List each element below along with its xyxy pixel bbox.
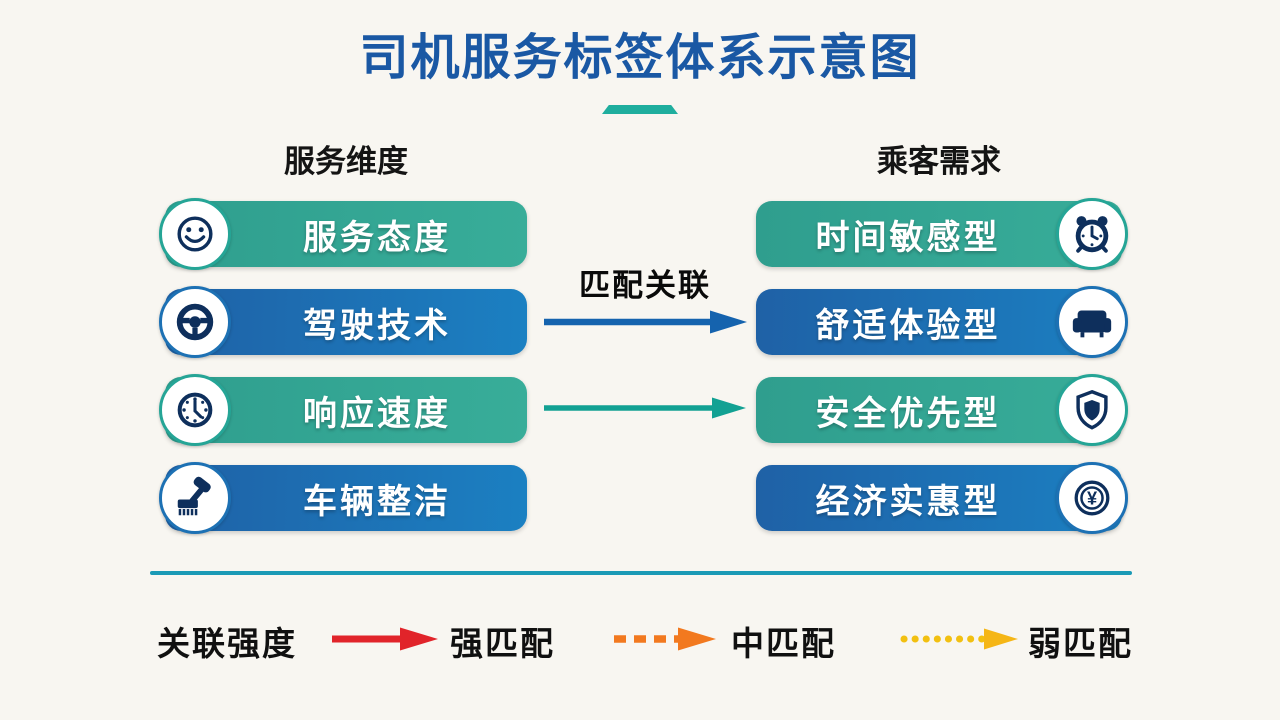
right-column-header: 乘客需求	[877, 144, 1001, 179]
divider-line	[150, 571, 1132, 575]
shield-icon	[1056, 374, 1128, 446]
page-title: 司机服务标签体系示意图	[359, 31, 921, 85]
pill-response-speed: 响应速度	[159, 374, 527, 446]
pill-label: 经济实惠型	[815, 482, 1001, 521]
pill-label: 响应速度	[303, 394, 451, 433]
strong-match-arrow-icon	[332, 627, 438, 651]
legend-title: 关联强度	[157, 625, 297, 662]
steering-wheel-icon	[159, 286, 231, 358]
left-column-header: 服务维度	[284, 144, 408, 179]
smiley-icon	[159, 198, 231, 270]
pill-driving-skill: 驾驶技术	[159, 286, 527, 358]
brush-icon	[159, 462, 231, 534]
pill-label: 舒适体验型	[815, 306, 1001, 345]
pill-time-sensitive: 时间敏感型	[756, 198, 1128, 270]
pill-label: 车辆整洁	[303, 482, 451, 521]
clock-icon	[159, 374, 231, 446]
pill-vehicle-cleanliness: 车辆整洁	[159, 462, 527, 534]
pill-service-attitude: 服务态度	[159, 198, 527, 270]
legend-weak-match-label: 弱匹配	[1028, 625, 1133, 662]
pill-safety-first: 安全优先型	[756, 374, 1128, 446]
pill-comfort-experience: 舒适体验型	[756, 286, 1128, 358]
medium-match-arrow-icon	[614, 627, 716, 651]
legend-strong-match-label: 强匹配	[450, 625, 555, 662]
alarm-clock-icon	[1056, 198, 1128, 270]
legend-medium-match-label: 中匹配	[731, 625, 836, 662]
pill-economical: 经济实惠型 ¥	[756, 462, 1128, 534]
pill-label: 服务态度	[303, 218, 451, 257]
weak-match-arrow-icon	[900, 628, 1018, 650]
title-underline-bar	[602, 105, 678, 114]
sofa-icon	[1056, 286, 1128, 358]
match-label: 匹配关联	[579, 268, 711, 303]
connector-arrow-blue	[544, 310, 747, 334]
yen-coin-icon: ¥	[1056, 462, 1128, 534]
connector-arrow-teal	[544, 397, 746, 419]
svg-text:¥: ¥	[1087, 489, 1098, 509]
pill-label: 时间敏感型	[815, 218, 1001, 257]
pill-label: 安全优先型	[815, 394, 1001, 433]
pill-label: 驾驶技术	[303, 306, 451, 345]
